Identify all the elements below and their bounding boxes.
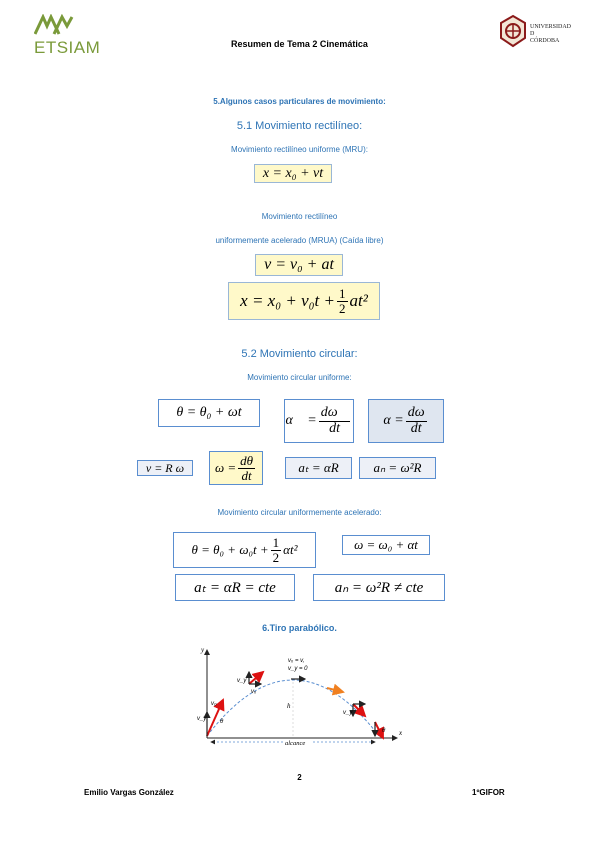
page-number: 2	[297, 773, 302, 782]
vy-label-rising: v_y	[237, 678, 247, 684]
apex-label-1: vₓ = v,	[288, 658, 304, 664]
x-axis-label: x	[398, 729, 403, 737]
mru-label: Movimiento rectilíneo uniforme (MRU):	[231, 145, 368, 154]
mcu-omega-lhs: ω =	[214, 460, 237, 475]
apex-label-2: v_y = 0	[288, 666, 308, 672]
mcu-angular-speed-equation: ω = dθ dt	[209, 451, 263, 485]
range-label: alcance	[285, 740, 305, 747]
mcu-angle-equation: θ = θ₀ + ωt	[158, 399, 260, 427]
y-axis-label: y	[200, 646, 205, 654]
section-5-1-heading: 5.1 Movimiento rectilíneo:	[236, 120, 363, 132]
mcu-alpha-fraction: dω dt	[405, 404, 427, 436]
initial-velocity-vector	[206, 698, 225, 737]
mcu-alpha-num: dω	[405, 404, 427, 422]
mcu-normal-accel-equation: aₙ = ω²R	[359, 457, 436, 479]
etsiam-logo-icon	[33, 13, 74, 35]
mcua-fraction-numerator: 1	[270, 534, 282, 551]
mcu-angular-accel-vector-equation: α⃗ = dω⃗ dt	[284, 399, 354, 443]
mcu-omega-num: dθ	[238, 452, 256, 469]
mrua-velocity-equation: v = v₀ + at	[255, 254, 343, 276]
v0-label: v₀	[211, 701, 217, 707]
theta-label-left: θ	[220, 719, 224, 725]
mcua-angular-speed-equation: ω = ω₀ + αt	[342, 535, 430, 555]
mcu-alpha-den: dt	[410, 420, 422, 436]
mcu-linear-speed-equation: v = R ω	[137, 460, 193, 476]
vy-label-left: v_y	[197, 716, 207, 722]
mcu-alpha-lhs: α =	[383, 413, 404, 428]
mcu-angular-accel-equation: α = dω dt	[368, 399, 444, 443]
mcu-alpha-vector-den: dt	[329, 420, 341, 436]
height-label: h	[287, 702, 291, 710]
descending-velocity-vector-1	[326, 683, 345, 696]
mrua-position-equation: x = x₀ + v₀t + 1 2 at²	[228, 282, 380, 320]
section-6-heading: 6.Tiro parabólico.	[262, 623, 337, 633]
mcu-alpha-vector-num: dω⃗	[318, 404, 351, 422]
mcua-angle-eq-part-a: θ = θ₀ + ω₀t +	[191, 542, 269, 557]
mrua-position-eq-part-b: at²	[349, 291, 368, 310]
mcu-tangential-accel-equation: aₜ = αR	[285, 457, 352, 479]
mcu-alpha-vector-lhs: α⃗ =	[285, 413, 317, 428]
descending-velocity-vector-2	[352, 703, 367, 718]
uco-seal-icon	[500, 14, 526, 48]
rising-velocity-vector	[248, 670, 265, 685]
footer-course: 1ºGIFOR	[472, 788, 505, 797]
vx-label-rising: vₓ	[251, 689, 257, 695]
mcua-angle-eq-part-b: αt²	[283, 542, 298, 557]
mcua-label: Movimiento circular uniformemente aceler…	[217, 508, 382, 517]
mrua-fraction-numerator: 1	[337, 285, 348, 302]
mcua-half-fraction: 1 2	[270, 534, 282, 565]
etsiam-logo-text: ETSIAM	[34, 38, 101, 57]
trajectory-curve	[206, 679, 380, 737]
mrua-position-eq-part-a: x = x₀ + v₀t +	[240, 291, 336, 310]
section-5-heading: 5.Algunos casos particulares de movimien…	[213, 97, 386, 106]
footer-author: Emilio Vargas González	[84, 788, 174, 797]
page-header-title: Resumen de Tema 2 Cinemática	[231, 39, 368, 49]
mcu-alpha-vector-fraction: dω⃗ dt	[318, 404, 351, 436]
etsiam-logo: ETSIAM	[33, 13, 104, 58]
mcu-omega-fraction: dθ dt	[238, 452, 256, 483]
mrua-fraction-denominator: 2	[339, 300, 346, 316]
mrua-label-line2: uniformemente acelerado (MRUA) (Caída li…	[215, 236, 384, 245]
mru-equation: x = x₀ + vt	[254, 164, 332, 183]
projectile-motion-diagram: y x alcance h v₀ v_y θ v_y vₓ vₓ = v, v_…	[197, 646, 403, 747]
vy-label-descending: v_y	[343, 710, 353, 716]
section-5-2-heading: 5.2 Movimiento circular:	[241, 348, 358, 360]
mrua-label-line1: Movimiento rectilíneo	[261, 212, 338, 221]
mrua-half-fraction: 1 2	[337, 287, 348, 315]
theta-label-right: θ	[382, 728, 386, 734]
mcu-label: Movimiento circular uniforme:	[247, 373, 352, 382]
mcua-fraction-denominator: 2	[272, 549, 280, 565]
mcua-tangential-accel-equation: aₜ = αR = cte	[175, 574, 295, 601]
mcu-omega-den: dt	[241, 467, 252, 483]
mcua-angle-equation: θ = θ₀ + ω₀t + 1 2 αt²	[173, 532, 316, 568]
mcua-normal-accel-equation: aₙ = ω²R ≠ cte	[313, 574, 445, 601]
impact-velocity-vector	[373, 721, 384, 740]
